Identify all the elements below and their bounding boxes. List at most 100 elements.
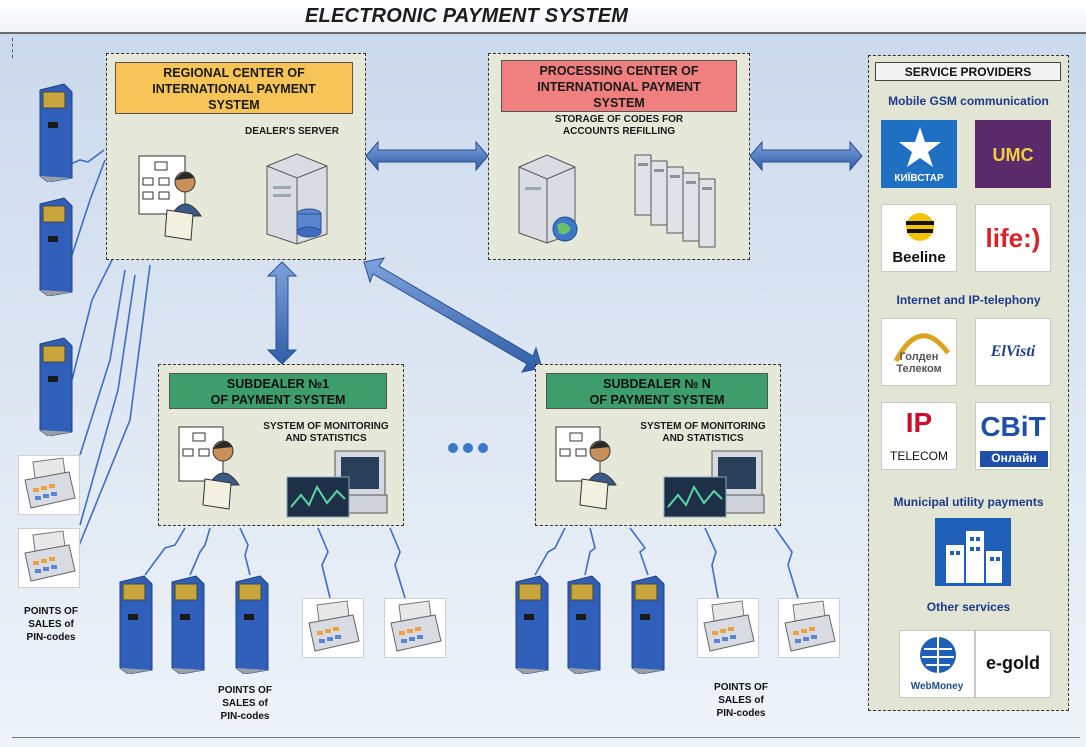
cash-register-icon bbox=[384, 598, 446, 658]
pos-sub1-line-2: SALES of bbox=[222, 698, 268, 709]
webmoney-globe-icon bbox=[920, 637, 956, 673]
beeline-text: Beeline bbox=[892, 249, 946, 266]
left-tick bbox=[12, 38, 13, 58]
more-subdealers-dots bbox=[448, 440, 498, 454]
life-logo: life:) bbox=[975, 204, 1051, 272]
subdealer-1-title-line-1: SUBDEALER №1 bbox=[226, 377, 330, 391]
pos-sub1-line-1: POINTS OF bbox=[218, 685, 272, 696]
service-providers-panel: SERVICE PROVIDERS Mobile GSM communicati… bbox=[868, 55, 1069, 711]
subdealer-n-title-line-1: SUBDEALER № N bbox=[603, 377, 711, 391]
cash-register-icon bbox=[302, 598, 364, 658]
subdealer-1-title: SUBDEALER №1 OF PAYMENT SYSTEM bbox=[169, 373, 387, 409]
cash-register-icon bbox=[778, 598, 840, 658]
golden-telecom-logo: Голден Телеком bbox=[881, 318, 957, 386]
buildings-icon bbox=[946, 531, 1002, 583]
regional-title-line-2: INTERNATIONAL PAYMENT bbox=[152, 82, 316, 96]
processing-center-panel: PROCESSING CENTER OF INTERNATIONAL PAYME… bbox=[488, 53, 750, 260]
pos-label-sub1: POINTS OF SALES of PIN-codes bbox=[210, 684, 280, 723]
kyivstar-logo: КИЇВСТАР bbox=[881, 120, 957, 188]
subdealer-n-caption-line-2: AND STATISTICS bbox=[662, 433, 744, 444]
arrow-regional-subdealerN bbox=[363, 257, 543, 373]
svit-online-logo: СВіТ Онлайн bbox=[975, 402, 1051, 470]
subdealer-n-operator-icon bbox=[555, 426, 617, 510]
subdealer-1-monitor-icon bbox=[286, 450, 388, 518]
payment-kiosk-icon bbox=[166, 574, 206, 675]
ip-telecom-text-1: IP bbox=[905, 407, 933, 438]
pos-left-line-3: PIN-codes bbox=[26, 632, 76, 643]
server-rack-icon bbox=[634, 154, 716, 248]
category-mobile: Mobile GSM communication bbox=[888, 94, 1049, 108]
golden-telecom-text-1: Голден bbox=[899, 351, 939, 363]
arrow-processing-providers bbox=[749, 140, 863, 172]
storage-caption-line-1: STORAGE OF CODES FOR bbox=[554, 114, 684, 125]
pos-sub1-line-3: PIN-codes bbox=[220, 711, 270, 722]
pos-subn-line-2: SALES of bbox=[718, 695, 764, 706]
subdealer-1-panel: SUBDEALER №1 OF PAYMENT SYSTEM SYSTEM OF… bbox=[158, 364, 404, 526]
payment-kiosk-icon bbox=[34, 336, 74, 437]
cash-register-icon bbox=[697, 598, 759, 658]
subdealer-1-caption: SYSTEM OF MONITORING AND STATISTICS bbox=[251, 421, 401, 445]
egold-logo: e-gold bbox=[975, 630, 1051, 698]
subdealer-n-panel: SUBDEALER № N OF PAYMENT SYSTEM SYSTEM O… bbox=[535, 364, 781, 526]
webmoney-logo: WebMoney bbox=[899, 630, 975, 698]
payment-kiosk-icon bbox=[34, 196, 74, 297]
egold-text: e-gold bbox=[986, 653, 1040, 673]
subdealer-1-title-line-2: OF PAYMENT SYSTEM bbox=[210, 393, 346, 407]
golden-telecom-text: Голден Телеком bbox=[882, 351, 956, 375]
svit-text-2: Онлайн bbox=[980, 451, 1048, 467]
title-bar: ELECTRONIC PAYMENT SYSTEM bbox=[0, 0, 1086, 34]
pos-subn-line-1: POINTS OF bbox=[714, 682, 768, 693]
processing-title-line-2: INTERNATIONAL PAYMENT bbox=[537, 80, 701, 94]
pos-subn-line-3: PIN-codes bbox=[716, 708, 766, 719]
payment-kiosk-icon bbox=[34, 82, 74, 183]
subdealer-n-monitor-icon bbox=[663, 450, 765, 518]
processing-title-line-3: SYSTEM bbox=[593, 96, 645, 110]
municipal-buildings-logo bbox=[935, 518, 1011, 586]
service-providers-header: SERVICE PROVIDERS bbox=[875, 62, 1061, 81]
golden-telecom-arc-icon bbox=[893, 333, 951, 363]
processing-title-line-1: PROCESSING CENTER OF bbox=[539, 64, 699, 78]
beeline-bee-icon bbox=[906, 213, 934, 241]
ip-telecom-logo: IP TELECOM bbox=[881, 402, 957, 470]
operator-icon bbox=[138, 155, 202, 241]
kyivstar-star-icon bbox=[899, 127, 941, 167]
subdealer-n-caption: SYSTEM OF MONITORING AND STATISTICS bbox=[628, 421, 778, 445]
kyivstar-text: КИЇВСТАР bbox=[894, 173, 944, 184]
category-other: Other services bbox=[926, 600, 1011, 614]
arrow-regional-processing bbox=[365, 140, 489, 172]
regional-title-line-3: SYSTEM bbox=[208, 98, 260, 112]
elvisti-text: ElVisti bbox=[990, 343, 1036, 360]
svit-text-1: СВіТ bbox=[980, 411, 1046, 442]
bottom-divider bbox=[12, 737, 1080, 738]
payment-kiosk-icon bbox=[562, 574, 602, 675]
ip-telecom-text-2: TELECOM bbox=[889, 449, 948, 463]
storage-caption: STORAGE OF CODES FOR ACCOUNTS REFILLING bbox=[529, 114, 709, 138]
webmoney-text: WebMoney bbox=[910, 681, 964, 692]
category-municipal: Municipal utility payments bbox=[893, 495, 1044, 509]
storage-caption-line-2: ACCOUNTS REFILLING bbox=[562, 126, 676, 137]
payment-kiosk-icon bbox=[626, 574, 666, 675]
category-internet: Internet and IP-telephony bbox=[896, 293, 1041, 307]
cash-register-icon bbox=[18, 455, 80, 515]
globe-server-icon bbox=[518, 154, 578, 244]
pos-left-line-2: SALES of bbox=[28, 619, 74, 630]
payment-kiosk-icon bbox=[230, 574, 270, 675]
golden-telecom-text-2: Телеком bbox=[896, 363, 942, 375]
regional-center-panel: REGIONAL CENTER OF INTERNATIONAL PAYMENT… bbox=[106, 53, 366, 260]
pos-label-left: POINTS OF SALES of PIN-codes bbox=[16, 605, 86, 644]
subdealer-n-title-line-2: OF PAYMENT SYSTEM bbox=[589, 393, 725, 407]
regional-title-line-1: REGIONAL CENTER OF bbox=[163, 66, 305, 80]
pos-label-subn: POINTS OF SALES of PIN-codes bbox=[706, 681, 776, 720]
umc-logo: UMC bbox=[975, 120, 1051, 188]
elvisti-logo: ElVisti bbox=[975, 318, 1051, 386]
processing-center-title: PROCESSING CENTER OF INTERNATIONAL PAYME… bbox=[501, 60, 737, 112]
server-icon bbox=[266, 153, 328, 245]
subdealer-1-caption-line-1: SYSTEM OF MONITORING bbox=[263, 421, 389, 432]
payment-kiosk-icon bbox=[510, 574, 550, 675]
pos-left-line-1: POINTS OF bbox=[24, 606, 78, 617]
dealer-server-caption: DEALER'S SERVER bbox=[245, 126, 339, 137]
life-text: life:) bbox=[985, 223, 1041, 253]
beeline-logo: Beeline bbox=[881, 204, 957, 272]
subdealer-n-title: SUBDEALER № N OF PAYMENT SYSTEM bbox=[546, 373, 768, 409]
